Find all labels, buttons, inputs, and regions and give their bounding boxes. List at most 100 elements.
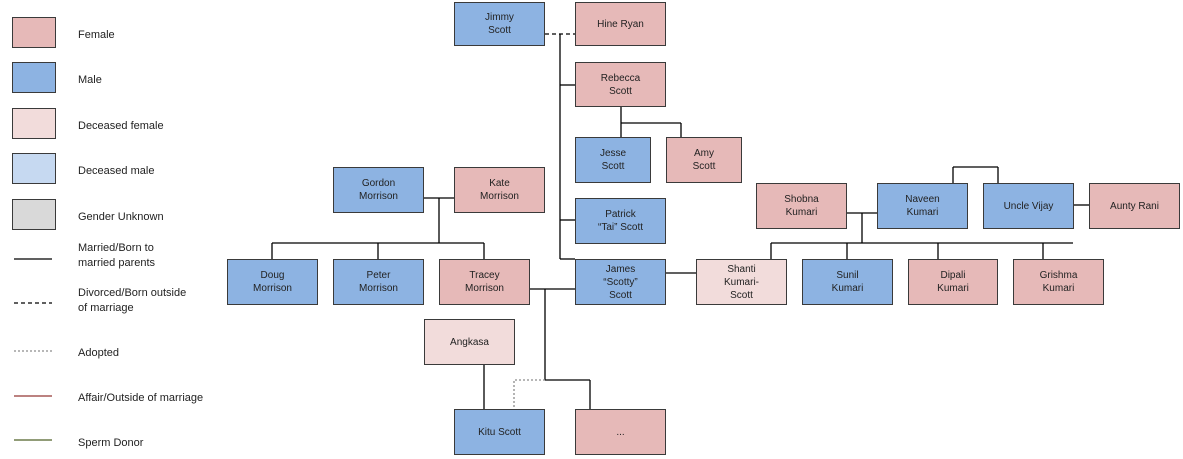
person-name-line: James [605,263,636,275]
person-name: Uncle Vijay [1004,200,1054,213]
person-name-line: Kumari [785,207,818,218]
person-name-line: Scott [609,289,632,301]
legend-affair-label: Affair/Outside of marriage [78,392,204,404]
person-name-line: Morrison [465,283,504,294]
person-name-line: Gordon [361,178,396,189]
legend-deceased-female-swatch [12,108,56,139]
legend-married-line-1: Married/Born to [78,242,154,254]
person-hine-ryan[interactable]: Hine Ryan [575,2,666,46]
person-name-line: Patrick [605,209,636,220]
person-name-line: Sunil [836,270,859,281]
person-name-line: Shobna [784,194,819,205]
person-name-line: Doug [260,270,285,281]
person-name-line: Amy [693,148,714,159]
person-name-line: Naveen [905,194,940,205]
person-name-line: Scott [692,161,716,172]
person-name-line: Angkasa [450,336,489,348]
person-angkasa[interactable]: Angkasa [424,319,515,365]
person-name-line: “Tai” Scott [597,222,643,233]
person-name-line: Morrison [480,191,519,202]
legend-deceased-male-swatch [12,153,56,184]
person-name-line: Kate [489,178,510,189]
legend-unknown-label: Gender Unknown [78,211,164,223]
legend-adopted-label: Adopted [78,347,119,359]
person-aunty-rani[interactable]: Aunty Rani [1089,183,1180,229]
person-name-line: Scott [609,85,632,97]
person-name-line: Morrison [359,283,398,294]
legend-male-label: Male [78,74,102,86]
person-name-line: Morrison [253,283,292,294]
person-name-line: Grishma [1039,270,1078,281]
legend-unknown-swatch [12,199,56,230]
person-name-line: Kumari- [723,276,759,288]
person-name-line: Morrison [359,191,398,202]
connector-adopted-kitu [513,379,545,409]
legend-male-swatch [12,62,56,93]
person-name-line: “Scotty” [603,276,638,288]
person-name-line: Scott [730,289,753,301]
person-name-line: Jimmy [485,12,514,23]
person-name-line: Jesse [599,148,627,159]
legend-married-line-2: married parents [78,257,156,269]
person-name: Aunty Rani [1110,200,1159,213]
person-name: James“Scotty”Scott [603,263,637,302]
person-name-line: Rebecca [600,72,641,84]
person-name-line: Peter [366,270,391,281]
person-james-scotty-scott[interactable]: James“Scotty”Scott [575,259,666,305]
person-name-line: Tracey [469,270,500,281]
person-unknown-child[interactable]: ... [575,409,666,455]
legend-sperm-donor-label: Sperm Donor [78,437,144,449]
person-name: Kitu Scott [478,426,521,439]
legend-married-label: Married/Born to married parents [78,241,155,271]
person-name-line: Kumari [831,283,864,294]
person-name-line: Aunty Rani [1110,200,1159,212]
person-patrick-tai-scott[interactable]: Patrick “Tai” Scott [575,198,666,244]
person-name-line: Hine Ryan [597,18,644,30]
person-uncle-vijay[interactable]: Uncle Vijay [983,183,1074,229]
person-kitu-scott[interactable]: Kitu Scott [454,409,545,455]
person-name-line: ... [616,426,625,438]
person-name: ... [616,426,624,439]
person-name: Hine Ryan [597,18,644,31]
person-name-line: Kumari [1042,283,1075,294]
legend-female-swatch [12,17,56,48]
person-name-line: Kumari [906,207,939,218]
legend-female-label: Female [78,29,115,41]
legend-deceased-male-label: Deceased male [78,165,155,177]
person-name-line: Shanti [727,263,756,275]
person-name-line: Dipali [940,270,966,281]
person-name-line: Uncle Vijay [1003,200,1054,212]
person-name-line: Kitu Scott [478,426,521,438]
person-name: Patrick “Tai” Scott [598,208,643,234]
person-name-line: Kumari [937,283,969,294]
person-name: Angkasa [450,336,489,349]
person-name-line: Scott [601,161,625,172]
